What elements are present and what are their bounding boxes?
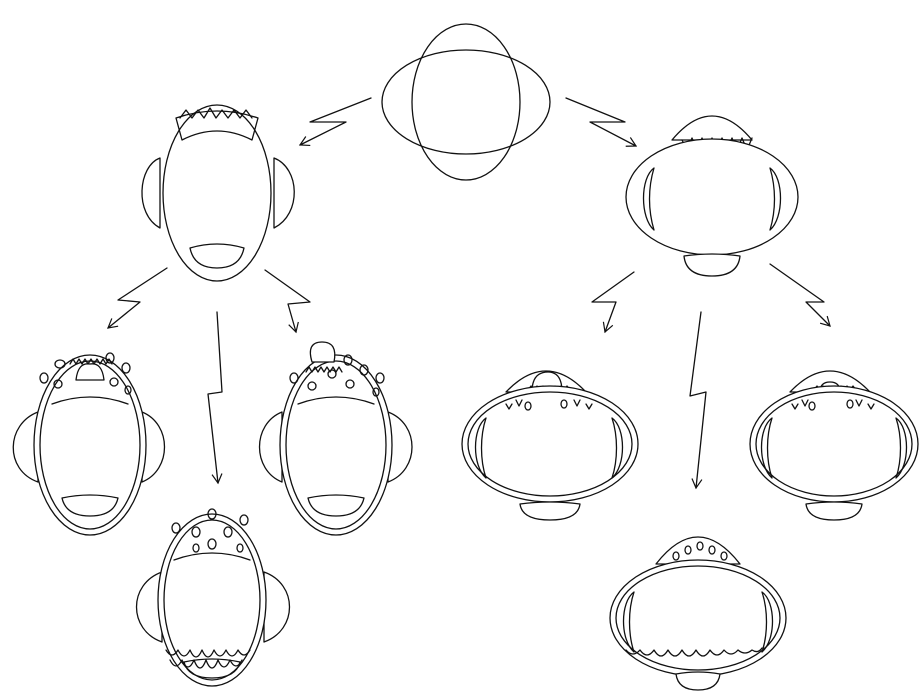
inner-cavity-top: [51, 396, 129, 405]
horizontal-ellipse: [381, 49, 551, 155]
outer-wall: [157, 513, 267, 687]
bottom-crescent: [675, 671, 721, 691]
right-lobe: [761, 591, 774, 653]
inner-cavity-top: [297, 396, 375, 405]
left-lobe: [141, 157, 161, 229]
inner-cavity-top: [173, 552, 251, 561]
inner-wall: [285, 360, 387, 530]
wavy-bottom: [165, 649, 251, 658]
left-child-2-node: [259, 341, 413, 536]
arrow-left-parent-to-child-2: [264, 269, 311, 334]
arrow-right-parent-to-child-3: [689, 311, 707, 490]
inner-wall: [615, 565, 781, 671]
right-lobe: [263, 571, 290, 643]
bumps: [171, 508, 249, 553]
arrow-left-parent-to-child-3: [207, 311, 223, 485]
vertical-ellipse: [411, 23, 521, 181]
left-lobe: [622, 591, 635, 653]
bottom-crescent: [805, 501, 863, 521]
inner-wall: [163, 519, 261, 681]
left-lobe: [136, 571, 163, 643]
left-parent-node: [141, 104, 295, 282]
wavy-bottom: [625, 647, 763, 657]
left-lobe: [474, 417, 487, 479]
left-lobe: [12, 411, 39, 483]
right-lobe: [387, 411, 413, 483]
arrow-right-parent-to-child-1: [591, 271, 635, 334]
arrow-right-parent-to-child-2: [769, 263, 831, 327]
arrow-left-parent-to-child-1: [107, 267, 168, 329]
outer-wall: [609, 559, 787, 677]
bumps: [39, 352, 132, 395]
left-lobe: [760, 417, 773, 479]
outer-wall: [33, 354, 147, 536]
body-oval: [162, 104, 272, 282]
arrows: [107, 97, 831, 490]
right-child-3-node: [609, 536, 787, 691]
bottom-crescent: [519, 501, 581, 521]
right-child-1-node: [461, 370, 639, 521]
right-lobe: [611, 417, 624, 479]
inner-wall: [467, 391, 633, 497]
top-serration: [179, 107, 253, 119]
top-cap: [655, 536, 741, 565]
outer-wall: [749, 385, 919, 503]
arrow-origin-to-left-parent: [298, 97, 372, 147]
bumps: [289, 354, 385, 397]
bottom-crescent: [183, 658, 241, 679]
wavy-bottom-outer: [169, 659, 243, 669]
arrow-origin-to-right-parent: [565, 97, 638, 147]
left-child-3-node: [136, 508, 290, 687]
bottom-crescent: [189, 243, 245, 269]
outer-wall: [279, 354, 393, 536]
bumps: [505, 399, 593, 411]
bottom-crescent: [307, 494, 365, 517]
top-cap: [175, 110, 259, 141]
bulbous-top-knob: [309, 341, 336, 363]
right-parent-node: [625, 115, 799, 277]
origin-node: [381, 23, 551, 181]
top-cap: [671, 115, 753, 141]
inner-wall: [755, 391, 913, 497]
right-lobe: [273, 157, 295, 229]
right-child-2-node: [749, 370, 919, 521]
left-lobe: [259, 411, 283, 483]
outer-wall: [461, 385, 639, 503]
bottom-crescent: [683, 253, 741, 277]
central-knob: [75, 363, 105, 381]
bottom-crescent: [61, 494, 119, 517]
bumps: [791, 399, 875, 411]
knob-serration: [69, 358, 113, 365]
right-lobe: [141, 411, 165, 483]
left-lobe: [642, 167, 655, 231]
right-lobe: [895, 417, 908, 479]
right-lobe: [769, 167, 782, 231]
left-child-1-node: [12, 352, 165, 536]
body-oval: [625, 138, 799, 256]
